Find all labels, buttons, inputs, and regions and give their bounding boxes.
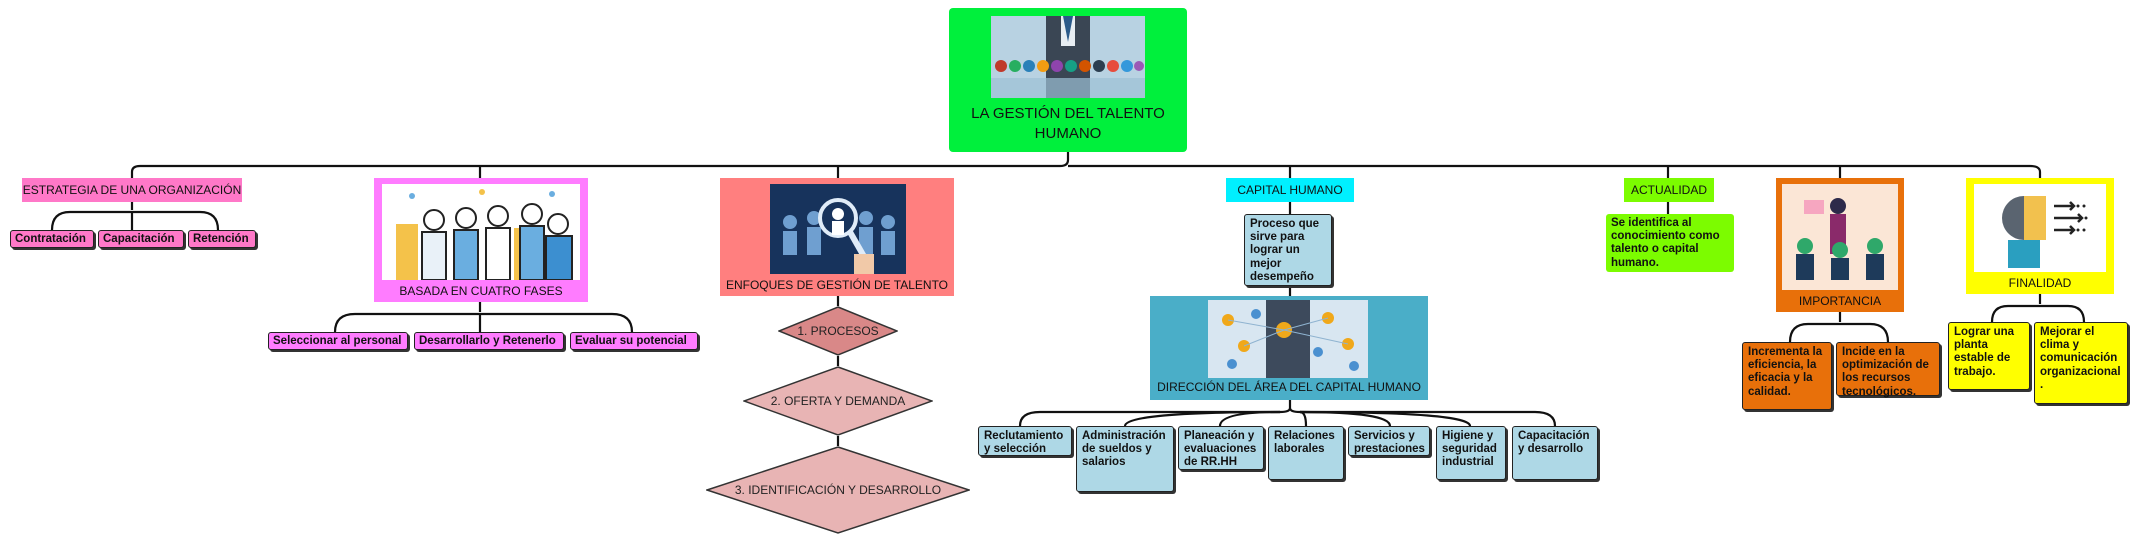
importancia-title: IMPORTANCIA xyxy=(1798,294,1882,308)
finalidad-node[interactable]: FINALIDAD xyxy=(1966,178,2114,294)
fases-node[interactable]: BASADA EN CUATRO FASES xyxy=(374,178,588,302)
root-title: LA GESTIÓN DEL TALENTO HUMANO xyxy=(971,105,1165,142)
business-touchscreen-illustration xyxy=(991,16,1145,98)
importancia-item-eficiencia[interactable]: Incrementa la eficiencia, la eficacia y … xyxy=(1742,342,1832,410)
finalidad-title: FINALIDAD xyxy=(2008,276,2072,290)
business-network-illustration xyxy=(1208,300,1368,378)
capital-item-planeacion[interactable]: Planeación y evaluaciones de RR.HH xyxy=(1178,426,1264,470)
plants-people-illustration xyxy=(1782,184,1898,290)
capital-node[interactable]: CAPITAL HUMANO xyxy=(1226,178,1354,202)
capital-item-administracion[interactable]: Administración de sueldos y salarios xyxy=(1076,426,1174,492)
actualidad-title: ACTUALIDAD xyxy=(1630,183,1707,197)
thinking-head-icon xyxy=(1974,184,2106,272)
estrategia-item-capacitacion[interactable]: Capacitación xyxy=(98,230,184,248)
finalidad-item-planta[interactable]: Lograr una planta estable de trabajo. xyxy=(1948,322,2030,390)
magnifier-people-illustration xyxy=(770,184,906,274)
enfoques-step-identificacion[interactable]: 3. IDENTIFICACIÓN Y DESARROLLO xyxy=(706,446,970,534)
fases-title: BASADA EN CUATRO FASES xyxy=(399,284,563,298)
capital-item-reclutamiento[interactable]: Reclutamiento y selección xyxy=(978,426,1072,456)
capital-item-capacitacion[interactable]: Capacitación y desarrollo xyxy=(1512,426,1598,480)
people-team-illustration xyxy=(382,184,580,280)
estrategia-item-retencion[interactable]: Retención xyxy=(188,230,256,248)
estrategia-node[interactable]: ESTRATEGIA DE UNA ORGANIZACIÓN xyxy=(22,178,242,202)
enfoques-step-procesos[interactable]: 1. PROCESOS xyxy=(778,306,898,356)
actualidad-node[interactable]: ACTUALIDAD xyxy=(1624,178,1714,202)
enfoques-step-oferta[interactable]: 2. OFERTA Y DEMANDA xyxy=(743,366,933,436)
direccion-node[interactable]: DIRECCIÓN DEL ÁREA DEL CAPITAL HUMANO xyxy=(1150,296,1428,400)
finalidad-item-clima[interactable]: Mejorar el clima y comunicación organiza… xyxy=(2034,322,2128,404)
importancia-node[interactable]: IMPORTANCIA xyxy=(1776,178,1904,312)
estrategia-title: ESTRATEGIA DE UNA ORGANIZACIÓN xyxy=(22,183,242,197)
fases-item-seleccionar[interactable]: Seleccionar al personal xyxy=(268,332,408,350)
capital-item-relaciones[interactable]: Relaciones laborales xyxy=(1268,426,1344,480)
estrategia-item-contratacion[interactable]: Contratación xyxy=(10,230,94,248)
direccion-title: DIRECCIÓN DEL ÁREA DEL CAPITAL HUMANO xyxy=(1157,380,1421,394)
importancia-item-optimizacion[interactable]: Incide en la optimización de los recurso… xyxy=(1836,342,1940,398)
capital-desc[interactable]: Proceso que sirve para lograr un mejor d… xyxy=(1244,214,1332,286)
enfoques-title: ENFOQUES DE GESTIÓN DE TALENTO xyxy=(725,278,949,292)
fases-item-desarrollarlo[interactable]: Desarrollarlo y Retenerlo xyxy=(414,332,564,350)
capital-title: CAPITAL HUMANO xyxy=(1237,183,1343,197)
capital-item-servicios[interactable]: Servicios y prestaciones xyxy=(1348,426,1430,456)
enfoques-node[interactable]: ENFOQUES DE GESTIÓN DE TALENTO xyxy=(720,178,954,296)
capital-item-higiene[interactable]: Higiene y seguridad industrial xyxy=(1436,426,1506,480)
fases-item-evaluar[interactable]: Evaluar su potencial xyxy=(570,332,698,350)
root-node[interactable]: LA GESTIÓN DEL TALENTO HUMANO xyxy=(949,8,1187,152)
actualidad-desc[interactable]: Se identifica al conocimiento como talen… xyxy=(1606,214,1734,272)
